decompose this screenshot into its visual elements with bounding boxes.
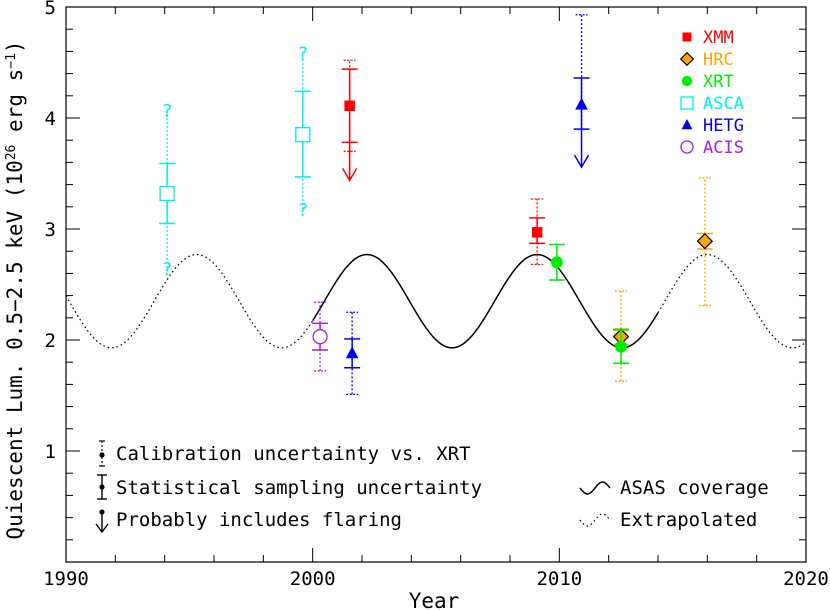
marker-xrt [615,340,627,353]
marker-asca [295,127,311,143]
marker-acis [312,329,328,345]
point-hrc [696,177,714,307]
x-tick-label: 2020 [783,568,829,590]
marker-xmm [531,227,543,238]
y-tick-label: 2 [45,330,56,352]
legend-label: ACIS [703,138,744,158]
x-axis-label: Year [409,589,460,610]
legend-marker [679,51,695,67]
legend-label: XRT [703,72,734,92]
marker-hrc [696,233,714,250]
note-extrapolated-curve [579,513,611,527]
note-calibration-dot [99,452,105,458]
note-calibration: Calibration uncertainty vs. XRT [99,440,471,467]
marker-hetg [575,97,588,110]
note-flaring: Probably includes flaring [95,509,402,534]
marker-asca [159,185,175,202]
note-asas-label: ASAS coverage [620,477,769,499]
legend-item-hetg: HETG [681,116,744,136]
legend-item-hrc: HRC [679,50,734,70]
note-calibration-label: Calibration uncertainty vs. XRT [116,443,471,465]
point-asca: ?? [159,101,176,280]
marker-hetg [345,346,359,359]
legend-label: XMM [703,28,734,48]
model-curve-extrapolated-left [65,253,314,349]
legend-item-xrt: XRT [681,72,734,92]
legend-marker [680,140,694,154]
model-curve [65,253,807,349]
legend-item-acis: ACIS [680,138,744,158]
y-tick-label: 3 [45,219,56,241]
uncertain-mark: ? [162,259,173,280]
uncertain-mark: ? [162,101,173,122]
note-asas-curve [579,481,611,495]
point-hetg [344,311,361,396]
x-tick-label: 1990 [43,568,89,590]
data-points: ???? [159,14,714,396]
x-tick-label: 2010 [536,568,582,590]
legend-label: HRC [703,50,734,70]
uncertain-mark: ? [297,200,308,221]
y-axis-label-main: Quiescent Lum. 0.5−2.5 keV (10 [3,160,27,539]
note-flaring-label: Probably includes flaring [116,509,402,531]
point-xrt [613,329,629,365]
point-acis [312,301,329,372]
marker-xmm [344,100,355,112]
model-curve-asas [312,253,659,349]
y-tick-label: 1 [45,441,56,463]
note-extrapolated: Extrapolated [579,509,757,531]
model-curve-extrapolated-right [657,253,807,349]
y-axis-label-close: ) [3,40,27,53]
notes-legend: Calibration uncertainty vs. XRT Statistic… [95,440,769,534]
y-tick-label: 5 [45,0,56,19]
marker-xrt [550,256,563,269]
plot-frame [65,6,807,563]
note-flaring-arrowhead [95,523,109,534]
note-statistical-dot [99,484,105,490]
legend-label: HETG [703,116,744,136]
note-statistical-label: Statistical sampling uncertainty [116,477,482,499]
y-axis-label-units: erg s [3,69,27,145]
y-axis-label-exp: 26 [4,145,19,161]
note-extrapolated-label: Extrapolated [620,509,757,531]
flaring-arrow-head [573,154,590,169]
uncertain-mark: ? [297,44,308,65]
legend-marker [681,75,693,87]
flaring-arrow-head [342,168,358,182]
note-statistical: Statistical sampling uncertainty [97,474,482,500]
point-asca: ?? [294,44,311,221]
point-hetg [573,14,590,169]
point-xmm [341,59,358,182]
point-xmm [529,198,546,266]
legend-item-xmm: XMM [682,28,734,48]
plot-axes: 1990 2000 2010 2020 1 2 3 4 5 [43,0,829,590]
y-axis-label-inv: −1 [4,53,19,69]
legend-marker [680,96,694,110]
legend-marker [681,119,693,130]
legend-label: ASCA [703,94,744,114]
legend-item-asca: ASCA [680,94,744,114]
y-axis-label: Quiescent Lum. 0.5−2.5 keV (1026 erg s−1… [3,40,27,539]
legend-marker [682,32,692,42]
x-tick-label: 2000 [290,568,336,590]
point-xrt [548,243,565,281]
y-tick-label: 4 [45,108,56,130]
note-asas-coverage: ASAS coverage [579,477,769,499]
